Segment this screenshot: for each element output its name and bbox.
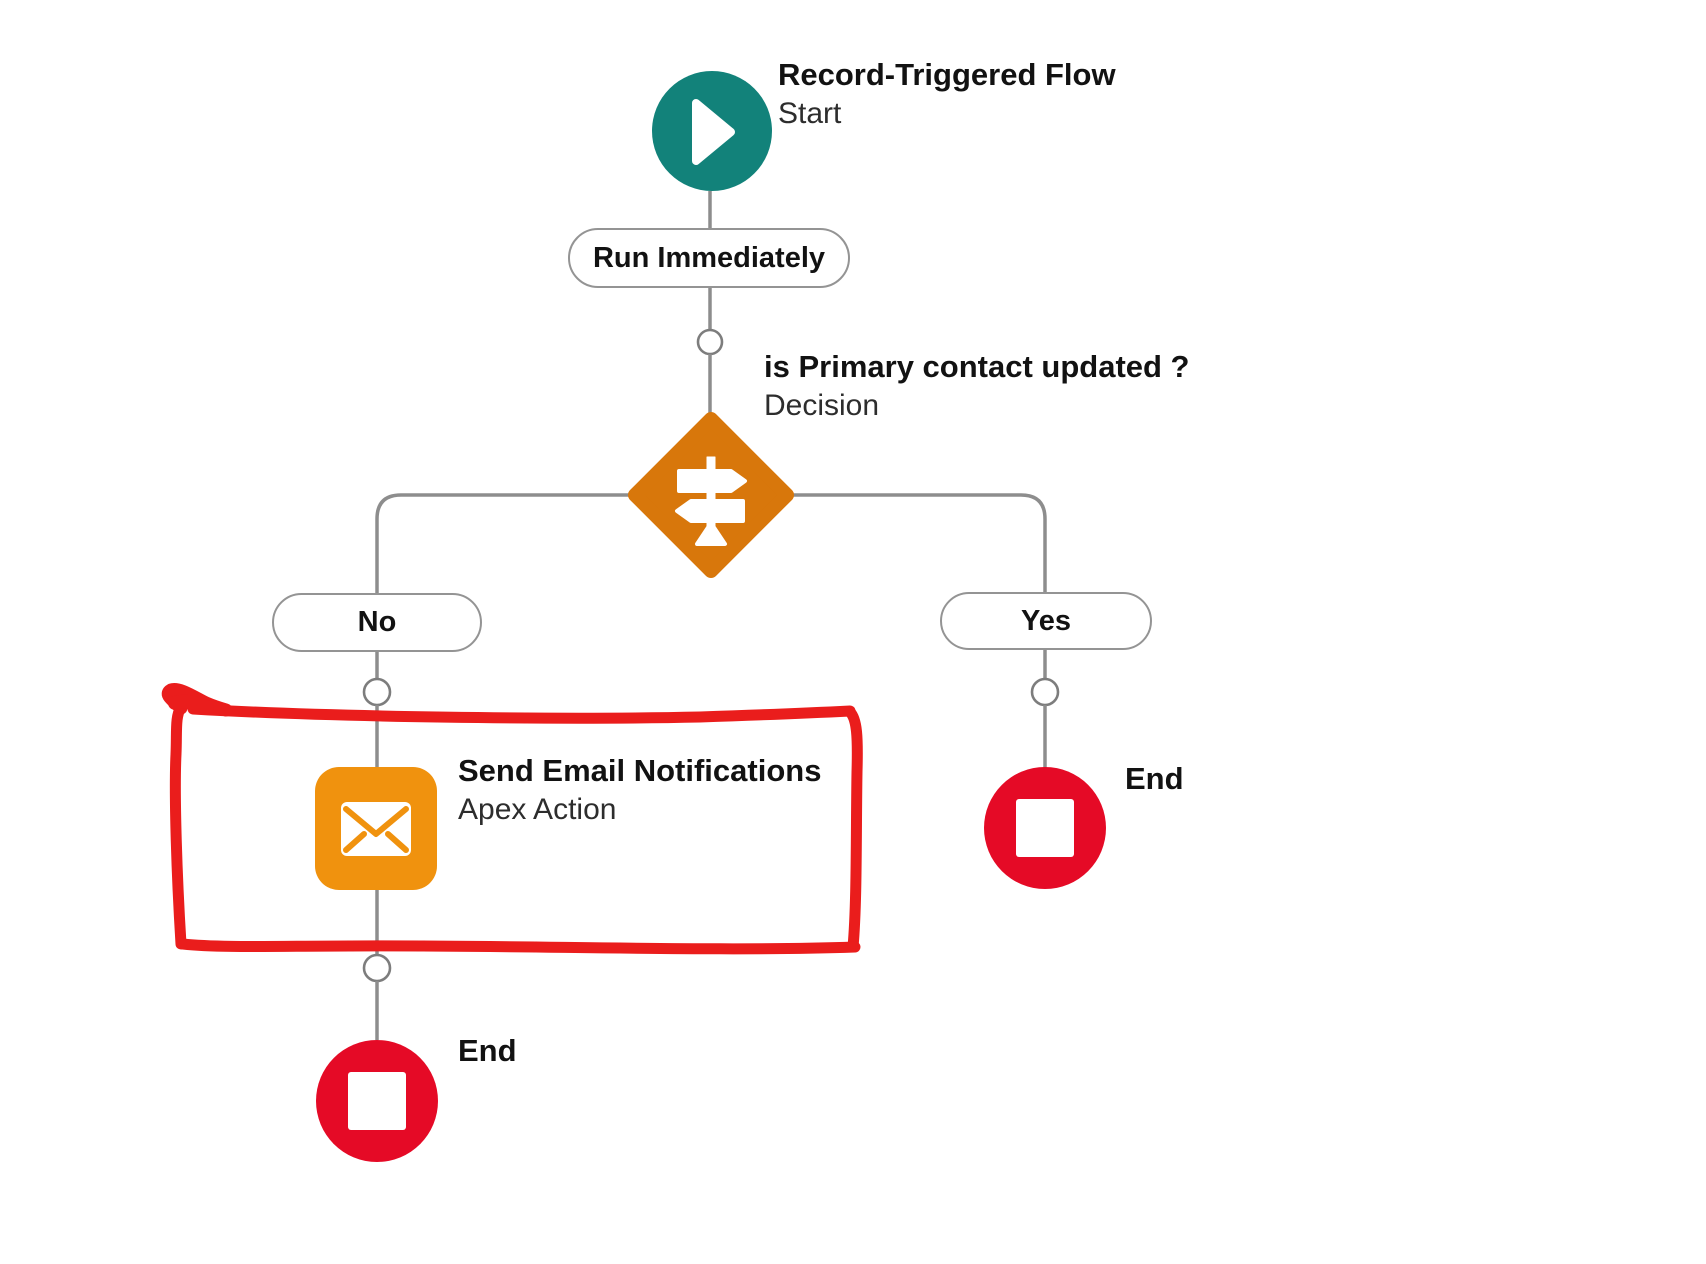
- stop-icon: [348, 1072, 406, 1130]
- add-element-circle[interactable]: [696, 328, 724, 356]
- add-element-circle[interactable]: [1030, 677, 1060, 707]
- decision-node[interactable]: [627, 411, 795, 579]
- branch-no-connector: [375, 493, 629, 593]
- apex-action-subtitle: Apex Action: [458, 793, 617, 826]
- end-yes-label: End: [1125, 761, 1184, 796]
- branch-yes-connector: [793, 493, 1047, 592]
- outcome-yes-pill[interactable]: Yes: [940, 592, 1152, 650]
- add-element-circle[interactable]: [362, 953, 392, 983]
- end-node-no-branch[interactable]: [316, 1040, 438, 1162]
- decision-node-label: is Primary contact updated ? Decision: [764, 347, 1190, 425]
- outcome-no-pill[interactable]: No: [272, 593, 482, 652]
- start-subtitle: Start: [778, 97, 842, 130]
- apex-action-node[interactable]: [315, 767, 437, 890]
- outcome-no-label: No: [357, 606, 397, 638]
- start-node-label: Record-Triggered Flow Start: [778, 55, 1116, 133]
- add-element-circle[interactable]: [362, 677, 392, 707]
- end-node-yes-branch[interactable]: [984, 767, 1106, 889]
- end-no-label: End: [458, 1033, 517, 1068]
- email-icon: [341, 801, 411, 856]
- apex-action-title: Send Email Notifications: [458, 753, 822, 788]
- decision-subtitle: Decision: [764, 389, 880, 422]
- outcome-yes-label: Yes: [1021, 604, 1071, 637]
- decision-title: is Primary contact updated ?: [764, 349, 1190, 384]
- apex-action-label: Send Email Notifications Apex Action: [458, 751, 821, 829]
- start-title: Record-Triggered Flow: [778, 57, 1116, 92]
- schedule-path-pill[interactable]: Run Immediately: [568, 228, 850, 288]
- start-node[interactable]: [652, 71, 772, 191]
- decision-signpost-icon: [628, 412, 794, 578]
- play-icon: [692, 99, 735, 165]
- stop-icon: [1016, 799, 1074, 857]
- schedule-path-label: Run Immediately: [592, 241, 826, 274]
